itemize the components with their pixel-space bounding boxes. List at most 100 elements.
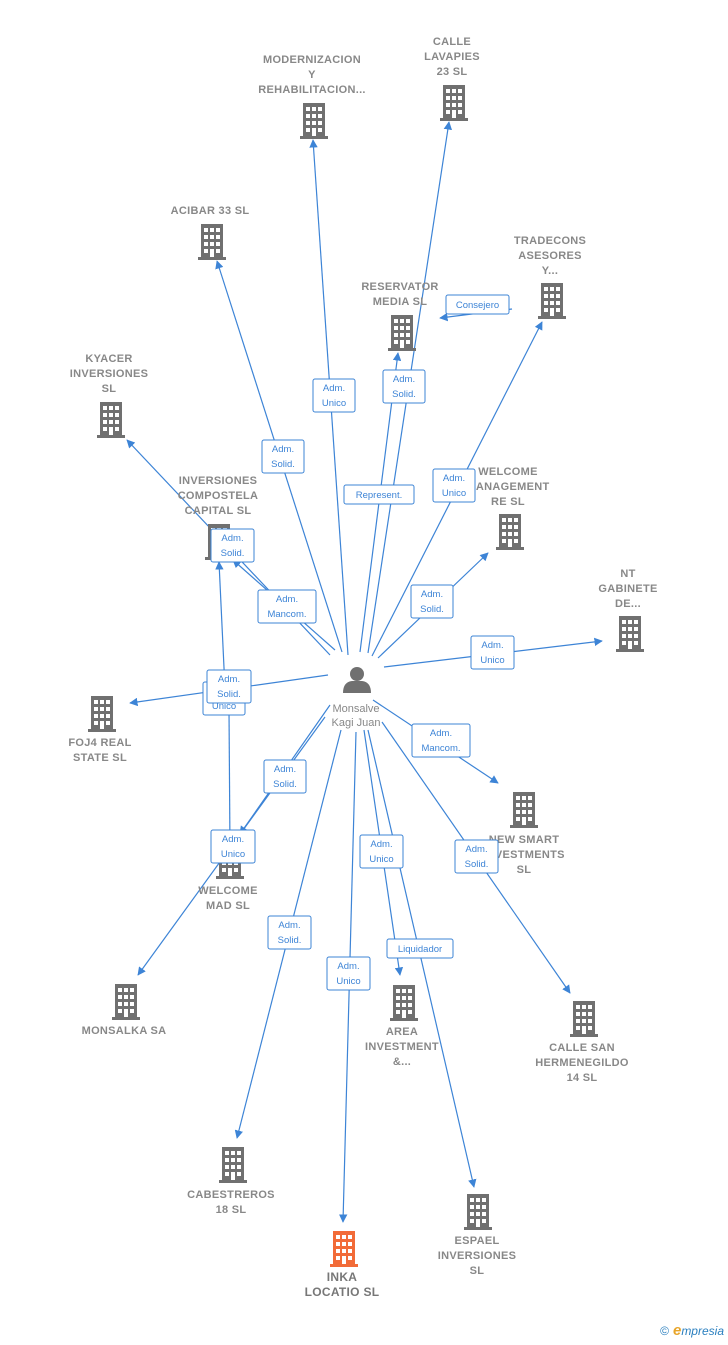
company-label-line: CABESTREROS (187, 1189, 275, 1201)
relation-badge-r-welcome-mad[interactable]: Adm.Solid. (263, 759, 307, 794)
relation-badge-r-compostela[interactable]: Adm. Solid. (210, 528, 255, 563)
relation-box (411, 723, 471, 758)
building-icon (616, 616, 644, 652)
company-label-line: COMPOSTELA (178, 490, 259, 502)
company-label-line: CAPITAL SL (185, 505, 252, 517)
company-label-line: INVERSIONES (70, 368, 149, 380)
company-node-acibar[interactable]: ACIBAR 33 SL (171, 205, 250, 260)
relation-badge-r-espael[interactable]: Liquidador (386, 938, 454, 959)
building-icon (440, 85, 468, 121)
brand-logo[interactable]: empresia (672, 1322, 724, 1339)
relation-badge-r-welcome-mgmt[interactable]: Adm.Solid. (410, 584, 454, 619)
company-label-line: Y (308, 69, 316, 81)
company-label-line: ASESORES (518, 250, 582, 262)
relation-label-line: Adm. (465, 844, 487, 855)
brand-initial: e (672, 1322, 682, 1339)
relation-label-line: Unico (212, 701, 236, 712)
relation-badge-r-cabestreros[interactable]: Adm.Solid. (267, 915, 312, 950)
relation-badge-r-modernizacion[interactable]: Adm. Unico (312, 378, 356, 413)
relation-box (206, 669, 252, 704)
company-label-line: DE... (615, 598, 641, 610)
relation-label-line: Adm. (278, 920, 300, 931)
relation-label-line: Represent. (356, 490, 402, 501)
relation-label-line: Adm. (337, 961, 359, 972)
building-icon (390, 985, 418, 1021)
company-label-line: INVESTMENTS (483, 849, 565, 861)
person-icon (343, 667, 371, 693)
brand-name: mpresia (681, 1324, 724, 1338)
company-node-modernizacion[interactable]: MODERNIZACIONYREHABILITACION... (258, 54, 366, 139)
relation-badge-r-tradecons[interactable]: Adm.Unico (432, 468, 476, 503)
company-label-line: AREA (386, 1026, 418, 1038)
building-icon (112, 984, 140, 1020)
company-node-area[interactable]: AREAINVESTMENT&... (365, 985, 439, 1068)
building-icon (538, 283, 566, 319)
relation-badge-r-inka[interactable]: Adm.Unico (326, 956, 371, 991)
building-icon (88, 696, 116, 732)
company-label-line: LOCATIO SL (305, 1285, 380, 1299)
company-label-line: CALLE SAN (549, 1042, 615, 1054)
copyright-icon: © (660, 1324, 669, 1338)
relation-badge-r-lavapies[interactable]: Adm.Solid. (382, 369, 426, 404)
relation-box (263, 759, 307, 794)
relation-label-line: Solid. (221, 548, 245, 559)
company-node-monsalka[interactable]: MONSALKA SA (82, 984, 167, 1037)
building-icon (496, 514, 524, 550)
relation-badge-r-kyacer[interactable]: Adm.Mancom. (257, 589, 317, 624)
relation-label-line: Adm. (323, 383, 345, 394)
company-label-line: NT (620, 568, 635, 580)
relation-badge-r-area[interactable]: Adm.Unico (359, 834, 404, 869)
relation-box (326, 956, 371, 991)
relation-badge-r-calle-san[interactable]: Adm. Solid. (454, 839, 499, 874)
relations-layer: Adm.UnicoAdm.Solid.Represent.Adm.Solid.C… (202, 294, 515, 991)
relation-label-line: Adm. (218, 674, 240, 685)
relation-box (454, 839, 499, 874)
relation-badge-r-foj4[interactable]: Adm.Solid. (206, 669, 252, 704)
relation-label-line: Solid. (465, 859, 489, 870)
relation-badge-r-nt[interactable]: Adm.Unico (470, 635, 515, 670)
company-label-line: ESPAEL (455, 1235, 500, 1247)
company-label-line: MODERNIZACION (263, 54, 361, 66)
relation-label-line: Unico (322, 398, 346, 409)
building-icon (510, 792, 538, 828)
company-label-line: SL (470, 1265, 485, 1277)
company-label-line: KYACER (85, 353, 132, 365)
relation-label-line: Consejero (456, 300, 499, 311)
relation-badge-r-acibar[interactable]: Adm.Solid. (261, 439, 305, 474)
relation-label-line: Adm. (221, 533, 243, 544)
company-label-line: CALLE (433, 36, 471, 48)
company-node-espael[interactable]: ESPAEL INVERSIONES SL (438, 1194, 517, 1277)
building-icon (300, 103, 328, 139)
company-node-tradecons[interactable]: TRADECONSASESORESY... (514, 235, 586, 319)
company-label-line: SL (517, 864, 532, 876)
company-label-line: Y... (542, 265, 559, 277)
relation-label-line: Adm. (370, 839, 392, 850)
person-name-line2: Kagi Juan (332, 717, 381, 729)
relation-badge-r-monsalka[interactable]: Adm.Unico (210, 829, 256, 864)
company-label-line: STATE SL (73, 752, 127, 764)
relation-badge-r-new-smart[interactable]: Adm.Mancom. (411, 723, 471, 758)
relation-label-line: Unico (442, 488, 466, 499)
relation-box (445, 294, 510, 315)
company-label-line: HERMENEGILDO (535, 1057, 629, 1069)
relation-badge-r-reservator[interactable]: Represent. (343, 484, 415, 505)
relation-box (386, 938, 454, 959)
person-node[interactable]: Monsalve Kagi Juan (332, 667, 381, 729)
company-label-line: MONSALKA SA (82, 1025, 167, 1037)
company-label-line: INVERSIONES (438, 1250, 517, 1262)
building-icon (388, 315, 416, 351)
company-node-nt-gabinete[interactable]: NTGABINETEDE... (598, 568, 657, 652)
relation-badge-r-tradecons-reservator[interactable]: Consejero (445, 294, 510, 315)
